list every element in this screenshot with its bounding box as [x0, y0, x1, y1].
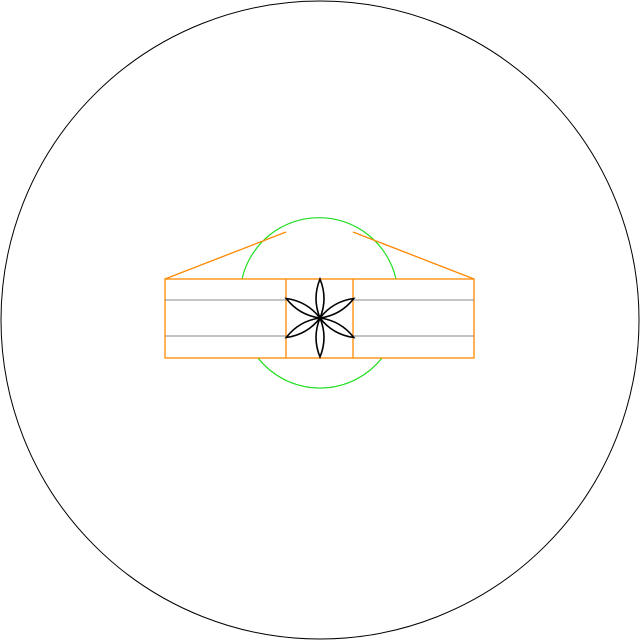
flower-petal	[284, 297, 322, 320]
orange-frame	[164, 231, 475, 359]
green-circle	[241, 217, 397, 389]
flower-petal	[315, 315, 325, 360]
band-lines	[165, 299, 474, 337]
flower-petal	[318, 297, 356, 320]
roof-right-edge	[352, 231, 475, 280]
roof-left-edge	[164, 231, 287, 280]
green-circle-top-arc	[241, 217, 397, 280]
flower-petal	[318, 316, 356, 339]
six-petal-flower	[284, 276, 356, 360]
flower-petal	[315, 276, 325, 321]
flower-petal	[284, 316, 322, 339]
green-circle-bottom-arc	[257, 357, 383, 389]
